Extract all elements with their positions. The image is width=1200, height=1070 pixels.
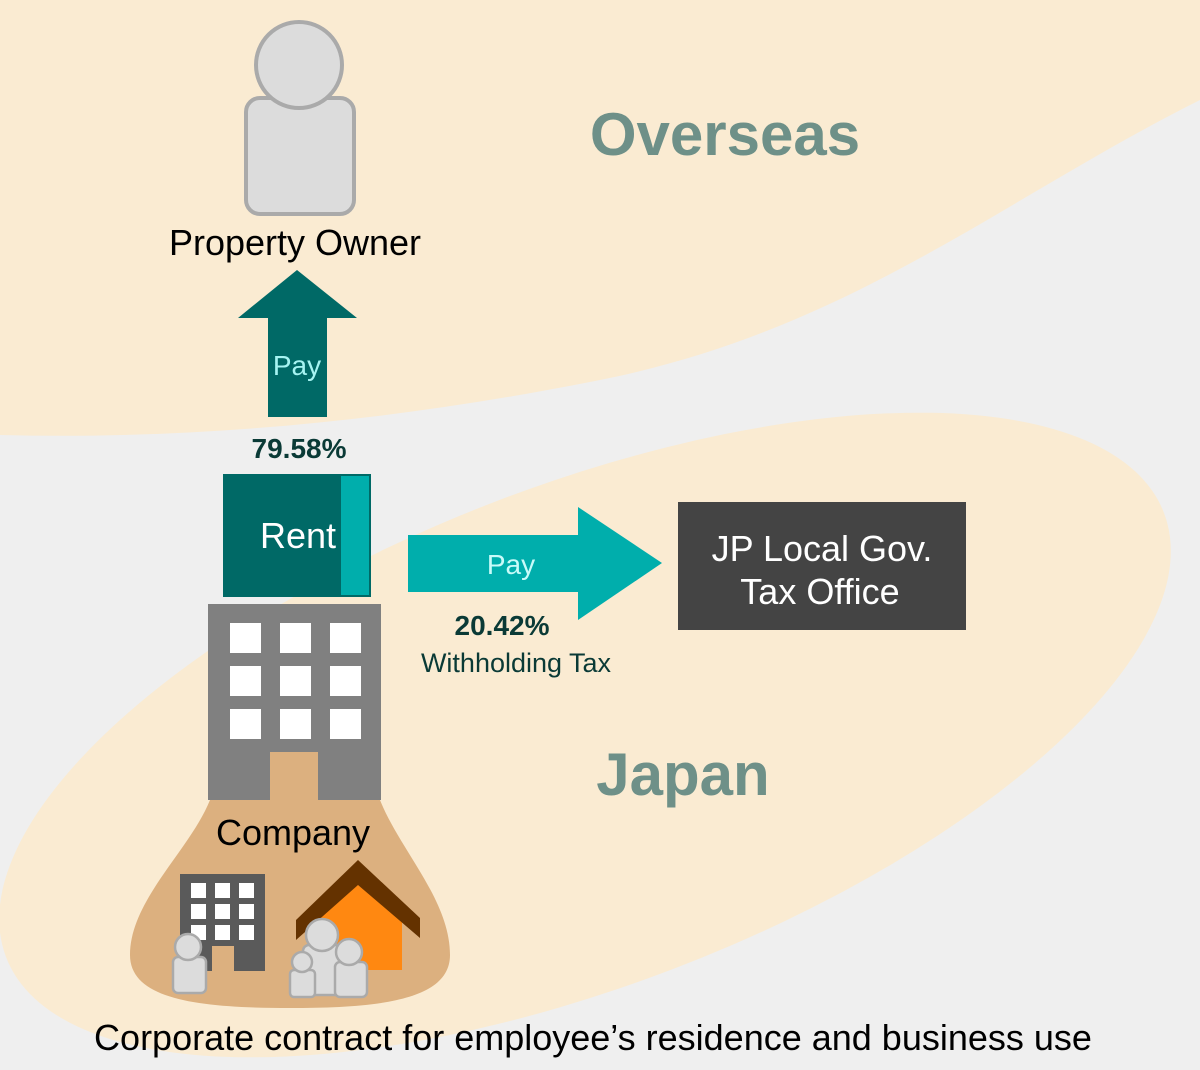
company-building-icon	[208, 604, 381, 802]
withholding-tax-label: Withholding Tax	[421, 648, 612, 678]
tax-office-line2: Tax Office	[740, 571, 899, 612]
overseas-label: Overseas	[590, 101, 860, 168]
family-icon	[288, 917, 369, 999]
footer-caption: Corporate contract for employee’s reside…	[94, 1017, 1092, 1058]
right-arrow-icon	[408, 507, 662, 620]
up-arrow-icon	[238, 270, 357, 417]
person-icon	[244, 20, 356, 216]
tax-office-box	[678, 502, 966, 630]
office-building-icon	[180, 874, 265, 971]
rent-label: Rent	[260, 515, 336, 556]
rent-box	[223, 474, 371, 597]
owner-percent: 79.58%	[252, 433, 347, 464]
tax-office-line1: JP Local Gov.	[712, 528, 933, 569]
japan-label: Japan	[596, 741, 769, 808]
company-label: Company	[216, 812, 370, 853]
employee-icon	[171, 932, 208, 995]
pay-owner-label: Pay	[273, 350, 321, 381]
tax-percent: 20.42%	[455, 610, 550, 641]
property-owner-label: Property Owner	[169, 222, 421, 263]
pay-tax-label: Pay	[487, 549, 535, 580]
